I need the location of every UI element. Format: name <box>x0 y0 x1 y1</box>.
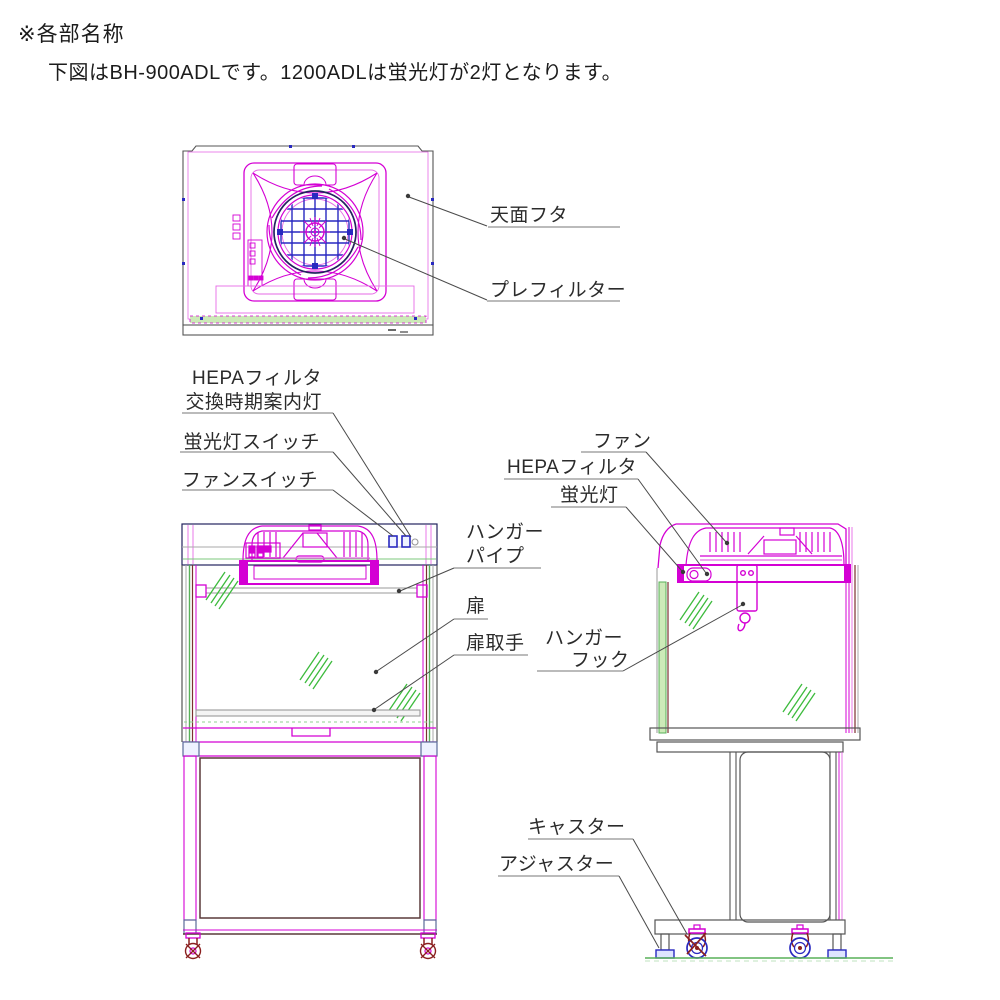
label-adjuster: アジャスター <box>499 853 614 875</box>
fan-housing-side <box>685 527 845 566</box>
glass-hatch <box>205 571 239 610</box>
pre-filter-plate <box>243 162 387 302</box>
label-pre-filter: プレフィルター <box>490 279 626 301</box>
label-hepa-filter: HEPAフィルタ <box>507 456 637 478</box>
hanger-pipe <box>195 584 428 598</box>
label-door-handle: 扉取手 <box>466 632 525 654</box>
top-view-drawing <box>182 145 434 336</box>
label-fan-switch: ファンスイッチ <box>182 470 318 491</box>
label-hanger-pipe-line2: パイプ <box>466 545 525 567</box>
caster-side-right <box>789 924 811 959</box>
front-stand <box>183 755 437 935</box>
hepa-band-side <box>677 564 851 583</box>
screw-dots <box>182 145 434 320</box>
work-surface <box>183 727 436 757</box>
glass-hatch <box>299 651 333 690</box>
label-caster: キャスター <box>528 816 626 838</box>
top-view-green-seal <box>189 315 427 324</box>
front-view-drawing <box>181 523 438 960</box>
side-stand <box>649 727 861 959</box>
label-top-cover: 天面フタ <box>490 204 568 226</box>
labels: 天面フタ プレフィルター HEPAフィルタ 交換時期案内灯 蛍光灯スイッチ ファ… <box>182 204 652 875</box>
label-hepa-indicator-line2: 交換時期案内灯 <box>185 391 322 413</box>
page-title: ※各部名称 <box>18 23 125 46</box>
fan-housing-front <box>242 524 378 563</box>
side-view-drawing <box>645 523 893 962</box>
caster-front-left <box>184 932 202 960</box>
side-glass-strip <box>658 581 667 734</box>
glass-hatch <box>782 683 816 722</box>
hepa-plate-front <box>239 560 379 585</box>
fluorescent-lamp-side <box>686 567 712 582</box>
label-fan: ファン <box>593 431 652 452</box>
door-handle-bar <box>195 709 421 717</box>
label-hepa-indicator-line1: HEPAフィルタ <box>192 367 322 389</box>
fan-top <box>266 183 364 281</box>
glass-hatch <box>679 591 713 630</box>
caster-side-left <box>684 924 708 959</box>
caster-front-right <box>419 932 437 960</box>
label-hanger-pipe-line1: ハンガー <box>466 521 544 543</box>
label-door: 扉 <box>466 595 486 617</box>
fan-switch <box>388 535 398 548</box>
page-subtitle: 下図はBH-900ADLです。1200ADLは蛍光灯が2灯となります。 <box>48 62 623 84</box>
fluorescent-switch <box>401 535 411 548</box>
label-hanger-hook-line2: フック <box>571 649 630 671</box>
front-columns <box>181 565 438 742</box>
leader-lines <box>180 196 743 949</box>
label-hanger-hook-line1: ハンガー <box>545 627 623 649</box>
control-box <box>232 214 264 287</box>
hepa-indicator-lamp <box>411 538 419 546</box>
hanger-hook <box>736 564 758 632</box>
leader-dots <box>341 193 746 713</box>
label-fluorescent-switch: 蛍光灯スイッチ <box>183 431 320 453</box>
label-fluorescent-lamp: 蛍光灯 <box>560 484 619 506</box>
